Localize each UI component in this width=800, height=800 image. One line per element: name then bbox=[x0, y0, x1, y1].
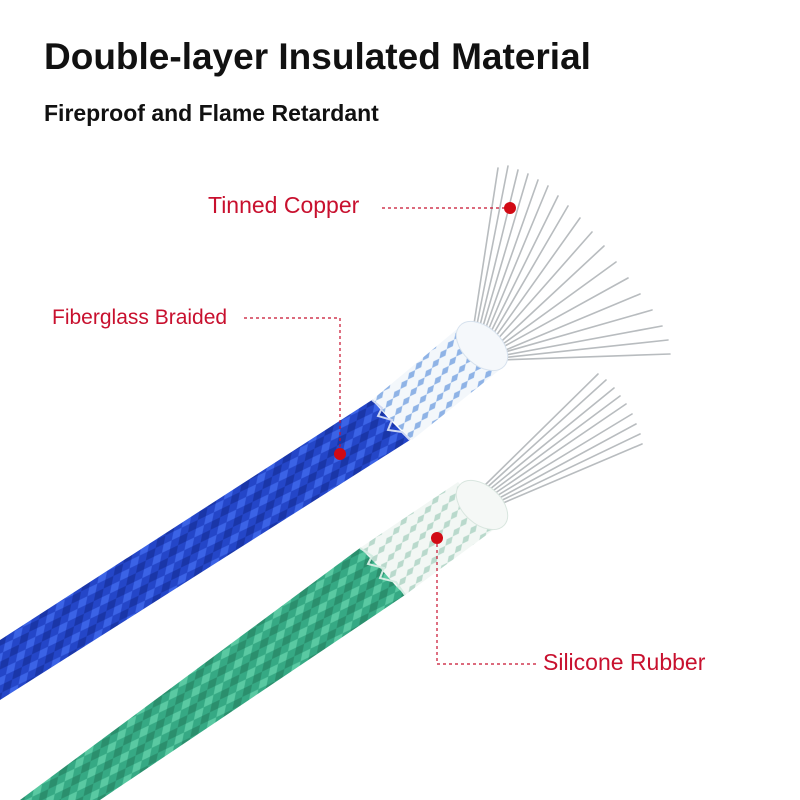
top-inner-fiberglass-layer bbox=[372, 320, 509, 440]
blue-outer-braid bbox=[0, 400, 410, 700]
tinned-copper-strands bbox=[469, 165, 671, 361]
page-subtitle: Fireproof and Flame Retardant bbox=[44, 100, 379, 126]
fiberglass-braided-label: Fiberglass Braided bbox=[52, 306, 228, 329]
silicone-marker bbox=[431, 532, 443, 544]
green-braid-frayed-edge bbox=[359, 547, 406, 596]
tinned-copper-marker bbox=[504, 202, 516, 214]
page-title: Double-layer Insulated Material bbox=[44, 36, 591, 77]
callout-leader-lines bbox=[244, 207, 538, 665]
silicone-leader bbox=[436, 538, 538, 665]
tinned-copper-label: Tinned Copper bbox=[208, 192, 360, 218]
bottom-inner-silicone-layer bbox=[360, 479, 509, 595]
silicone-cable-strands bbox=[479, 373, 643, 507]
silicone-rubber-label: Silicone Rubber bbox=[543, 649, 706, 675]
fiberglass-marker bbox=[334, 448, 346, 460]
green-outer-braid bbox=[20, 548, 405, 800]
fiberglass-leader bbox=[244, 317, 341, 452]
blue-braid-frayed-edge bbox=[371, 399, 411, 441]
